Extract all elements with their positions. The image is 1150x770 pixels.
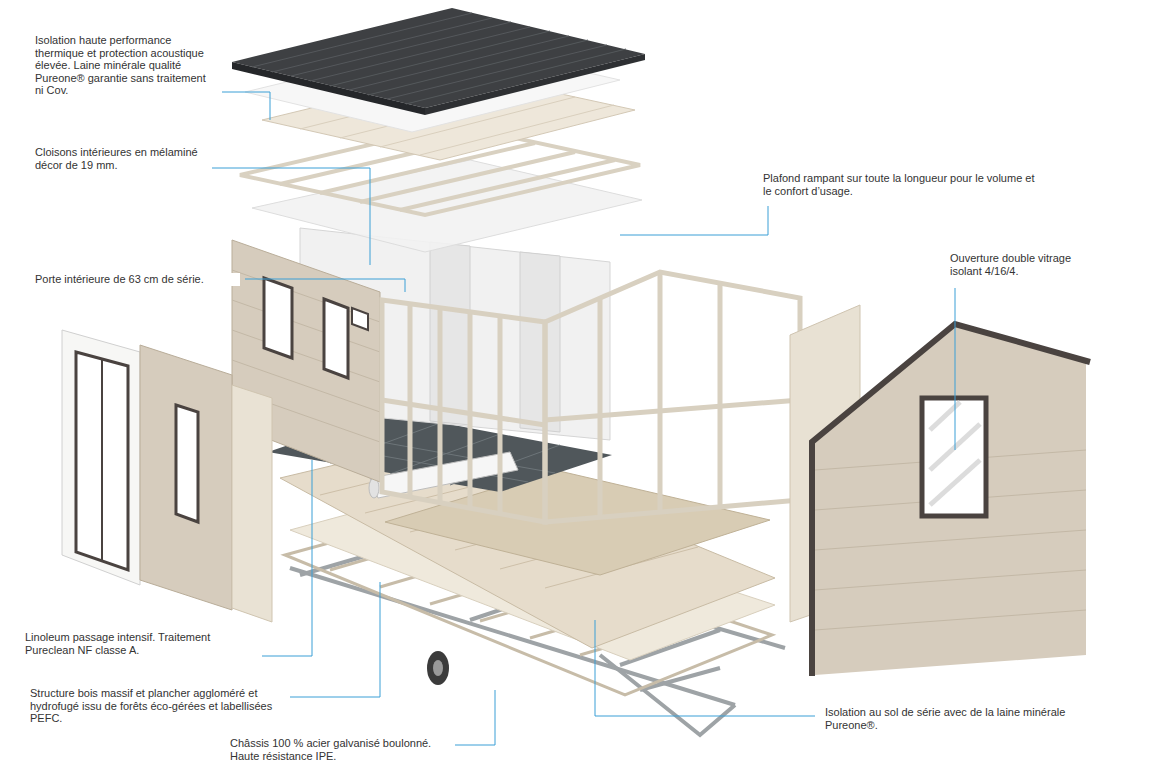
leader-line [290, 582, 380, 697]
callout-label: Isolation haute performance thermique et… [35, 34, 215, 97]
callout-label: Plafond rampant sur toute la longueur po… [763, 172, 1038, 197]
timber-frame [382, 272, 800, 522]
ceiling-membrane [252, 160, 642, 252]
wheel [427, 651, 449, 685]
callout-label: Châssis 100 % acier galvanisé boulonné. … [230, 737, 455, 762]
leader-line [620, 206, 768, 235]
wheel-hub [433, 660, 443, 676]
leader-line [222, 92, 270, 120]
end-wall-clad [140, 345, 232, 610]
leader-line [212, 168, 370, 265]
callout-label: Structure bois massif et plancher agglom… [30, 687, 275, 725]
callout-label: Isolation au sol de série avec de la lai… [825, 706, 1075, 731]
callout-label: Linoleum passage intensif. Traitement Pu… [25, 631, 253, 656]
gable-wall [812, 324, 1090, 676]
callout-label: Cloisons intérieures en mélaminé décor d… [35, 146, 200, 171]
wall-board [232, 385, 272, 622]
leader-line [245, 279, 405, 292]
callout-label: Ouverture double vitrage isolant 4/16/4. [950, 252, 1100, 277]
chipboard [385, 470, 770, 575]
leader-line [455, 690, 495, 745]
callout-label: Porte intérieure de 63 cm de série. [35, 273, 240, 286]
leader-line [595, 620, 815, 716]
leader-line [262, 460, 312, 656]
linoleum-roll [369, 452, 518, 498]
end-wall-door [62, 330, 140, 585]
leader-line [955, 288, 956, 450]
roof [232, 8, 645, 115]
